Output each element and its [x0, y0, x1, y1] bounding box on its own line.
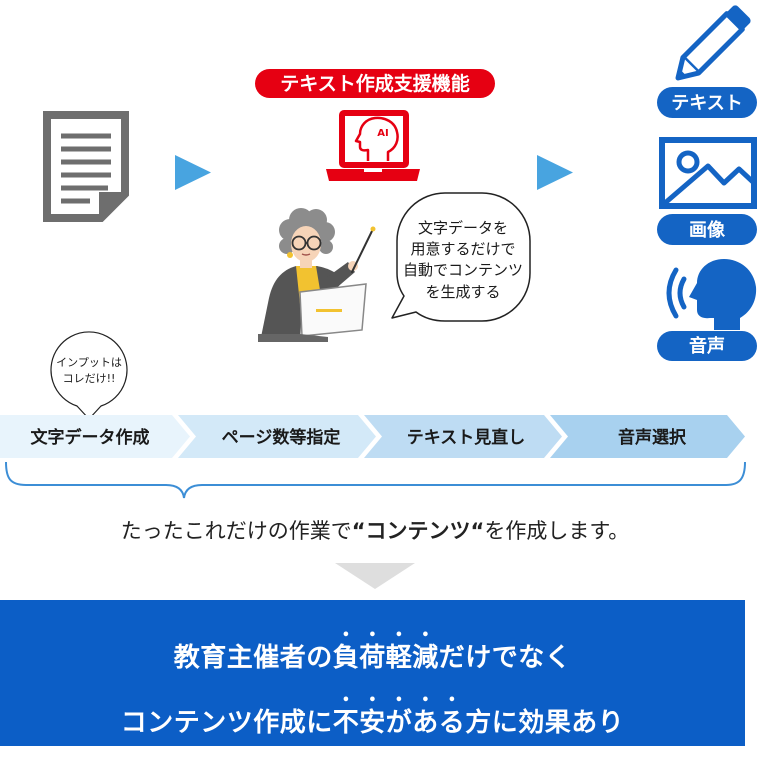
step-chevron-shape	[0, 415, 190, 458]
step-chevron-shape	[178, 415, 376, 458]
document-icon	[43, 111, 129, 222]
output-label-image: 画像	[657, 214, 757, 245]
speech-bubble-line: を生成する	[425, 283, 500, 301]
output-pill-background	[657, 87, 757, 118]
presenter-earring	[287, 252, 293, 258]
pencil-tip	[677, 69, 687, 79]
step-chevron-shape	[364, 415, 562, 458]
speech-bubble-shape	[391, 192, 531, 322]
summary-sentence: たったこれだけの作業で“コンテンツ“を作成します。	[0, 516, 750, 546]
benefit-line-2-emphasis: 不安がある	[332, 708, 466, 738]
step-chevron: 文字データ作成	[0, 415, 190, 458]
input-note-bubble: インプットは コレだけ!!	[50, 331, 128, 420]
sound-wave-outer	[666, 267, 679, 319]
pointer-stick	[351, 228, 374, 273]
benefit-line-1-after: だけでなく	[438, 643, 572, 673]
laptop-keyboard-base	[258, 334, 328, 342]
benefit-line-1: 教育主催者の負荷軽減だけでなく	[0, 628, 745, 673]
presenter-hair	[315, 222, 335, 242]
pencil-cap	[727, 5, 751, 29]
input-note-line: インプットは	[56, 356, 122, 369]
flow-arrow-icon	[175, 155, 211, 190]
input-note-line: コレだけ!!	[63, 372, 116, 385]
benefit-banner-background	[0, 600, 745, 746]
step-chevron: テキスト見直し	[364, 415, 562, 458]
step-chevron: 音声選択	[550, 415, 745, 458]
speech-bubble: 文字データを 用意するだけで 自動でコンテンツ を生成する	[391, 192, 531, 322]
presenter-jacket-left	[260, 266, 304, 342]
benefit-line-1-before: 教育主催者の	[173, 643, 333, 673]
benefit-line-2-after: 方に効果あり	[465, 708, 625, 738]
ai-badge-text: AI	[377, 128, 388, 139]
speech-bubble-line: 自動でコンテンツ	[403, 261, 523, 279]
image-mountains	[663, 163, 755, 205]
benefit-line-1-emphasis: 負荷軽減	[332, 643, 439, 673]
output-label-voice: 音声	[657, 331, 757, 361]
document-fold	[99, 192, 128, 221]
presenter-hair	[279, 238, 295, 254]
step-label: テキスト見直し	[407, 427, 526, 448]
step-chevron: ページ数等指定	[178, 415, 376, 458]
step-label: 音声選択	[618, 427, 687, 448]
sound-wave-inner	[677, 276, 687, 310]
laptop-logo	[316, 309, 342, 312]
output-label-text: テキスト	[657, 87, 757, 118]
pencil-body	[680, 11, 745, 76]
output-pill-background	[657, 331, 757, 361]
laptop-ai-icon: AI	[326, 110, 420, 181]
output-pill-label: テキスト	[671, 93, 742, 114]
pencil-icon	[675, 5, 751, 81]
presenter-hair	[319, 240, 333, 254]
input-note-shape	[50, 331, 128, 420]
image-sun	[676, 150, 700, 174]
feature-label-text: テキスト作成支援機能	[280, 72, 469, 95]
grouping-brace	[5, 461, 746, 499]
ai-head-outline	[354, 116, 399, 161]
image-icon	[659, 137, 757, 209]
voice-icon	[666, 259, 757, 330]
benefit-line-2: コンテンツ作成に不安がある方に効果あり	[0, 693, 745, 738]
output-pill-background	[657, 214, 757, 245]
feature-label: テキスト作成支援機能	[255, 69, 495, 98]
flow-arrow-icon	[537, 155, 573, 190]
speech-bubble-line: 文字データを	[418, 219, 508, 237]
speech-bubble-line: 用意するだけで	[410, 240, 515, 258]
summary-after: を作成します。	[484, 519, 630, 543]
teacher-with-laptop-illustration	[258, 208, 376, 342]
step-label: ページ数等指定	[222, 427, 341, 448]
presenter-mouth	[301, 253, 311, 256]
output-pill-label: 音声	[689, 335, 725, 357]
summary-highlight: “コンテンツ“	[351, 519, 485, 543]
laptop-base-notch	[364, 169, 382, 172]
feature-label-background	[255, 69, 495, 98]
down-arrow-icon	[335, 563, 415, 589]
presenter-arm	[326, 262, 355, 290]
laptop-base	[326, 169, 420, 181]
speaking-head	[689, 259, 757, 330]
step-chevron-shape	[550, 415, 745, 458]
output-pill-label: 画像	[689, 220, 726, 241]
summary-before: たったこれだけの作業で	[120, 519, 352, 543]
step-label: 文字データ作成	[31, 427, 150, 448]
pointer-tip	[370, 226, 376, 232]
benefit-line-2-before: コンテンツ作成に	[120, 708, 333, 738]
